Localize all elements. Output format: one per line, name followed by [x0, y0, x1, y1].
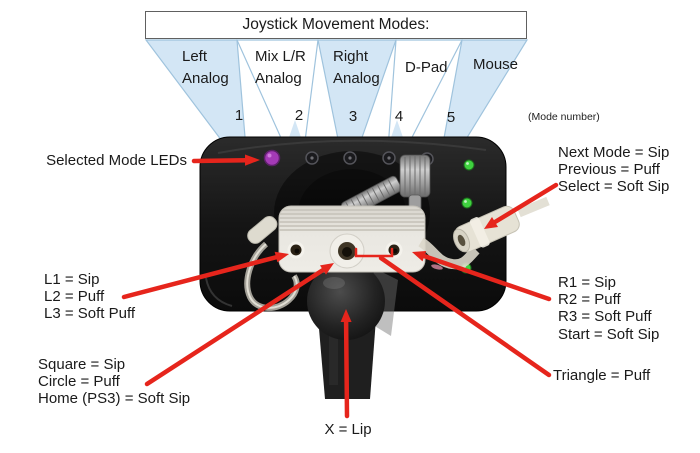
figure-title: Joystick Movement Modes: [145, 11, 527, 39]
mouthpiece-box [278, 205, 426, 273]
thumbscrew-vertical [399, 154, 431, 214]
arrow-selected-mode-leds [191, 158, 249, 164]
arrow-right-shoulder [421, 253, 552, 302]
status-led-highlight [466, 162, 469, 165]
left-hole-center [294, 248, 300, 254]
device-top-glare [217, 139, 487, 154]
arrowhead-mode-control [484, 217, 498, 229]
tube-pink-mark [431, 264, 443, 270]
arrowhead-left-shoulder [274, 251, 289, 263]
device-photo [199, 136, 550, 399]
mode-led-selected-highlight [267, 153, 272, 158]
annotation-right-shoulder: R1 = Sip R2 = Puff R3 = Soft Puff Start … [558, 274, 659, 343]
annotation-line: L3 = Soft Puff [44, 305, 136, 323]
center-hole-center [342, 247, 352, 257]
joystick-ball-highlight [323, 277, 345, 289]
device-corner-glare [205, 277, 233, 307]
arrow-left-shoulder [121, 254, 280, 300]
status-led-green [461, 197, 473, 209]
bracket-center-right-holes [354, 247, 394, 258]
mode-number-1: 1 [234, 107, 244, 124]
arrow-triangle [378, 255, 552, 378]
annotation-left-shoulder: L1 = Sip L2 = Puff L3 = Soft Puff [44, 271, 135, 323]
annotation-line: L1 = Sip [44, 271, 100, 288]
arrowhead-face-buttons [320, 263, 334, 275]
annotation-line: Next Mode = Sip [558, 144, 670, 161]
annotation-line: R2 = Puff [558, 291, 621, 309]
mode-number-note: (Mode number) [528, 111, 600, 123]
annotation-mode-control: Next Mode = Sip Previous = Puff Select =… [558, 144, 669, 196]
annotation-line: Home (PS3) = Soft Sip [38, 390, 191, 408]
annotation-x-button: X = Lip [324, 421, 372, 438]
annotation-line: Start = Soft Sip [558, 325, 660, 343]
annotation-arrows [121, 154, 559, 419]
annotation-line: Select = Soft Sip [558, 178, 670, 196]
mode-number-2: 2 [294, 107, 304, 124]
arrowhead-x-button [340, 309, 352, 322]
annotation-line: Square = Sip [38, 356, 126, 373]
mode-led-selected [263, 149, 281, 167]
annotation-line: Previous = Puff [558, 161, 660, 179]
connector-bore [457, 234, 466, 247]
arrow-face-buttons [144, 267, 326, 387]
mode-number-4: 4 [394, 108, 404, 125]
annotation-line: R1 = Sip [558, 274, 616, 291]
annotation-selected-mode-leds: Selected Mode LEDs [46, 152, 187, 169]
annotation-triangle: Triangle = Puff [553, 367, 651, 384]
arrow-x-button [343, 319, 350, 419]
right-hole-center [392, 248, 398, 254]
mode-number-3: 3 [348, 108, 358, 125]
status-led-highlight [464, 200, 467, 203]
annotation-line: Circle = Puff [38, 373, 120, 391]
arrow-mode-control [492, 182, 559, 225]
annotation-line: R3 = Soft Puff [558, 308, 652, 326]
tube-tail [517, 196, 550, 218]
mode-label-mix: Mix L/R Analog [255, 48, 306, 87]
joystick-ball [307, 262, 385, 340]
mode-label-dpad: D-Pad [405, 59, 448, 76]
mode-label-right-analog: Right Analog [333, 48, 380, 87]
status-led-green [463, 159, 475, 171]
mode-number-5: 5 [446, 109, 456, 126]
mode-led-dot [348, 156, 352, 160]
arrowhead-selected-mode-leds [245, 154, 260, 166]
mode-label-mouse: Mouse [473, 56, 519, 73]
annotation-face-buttons: Square = Sip Circle = Puff Home (PS3) = … [38, 356, 190, 408]
mode-label-left-analog: Left Analog [182, 48, 229, 87]
annotation-line: L2 = Puff [44, 288, 105, 306]
arrowhead-right-shoulder [412, 251, 427, 262]
mode-led-dot [387, 156, 391, 160]
joystick-stem-highlight [329, 315, 338, 385]
mode-led-dot [310, 156, 314, 160]
tube-nub-left [247, 215, 278, 244]
mouthpiece-ribs [279, 209, 425, 231]
